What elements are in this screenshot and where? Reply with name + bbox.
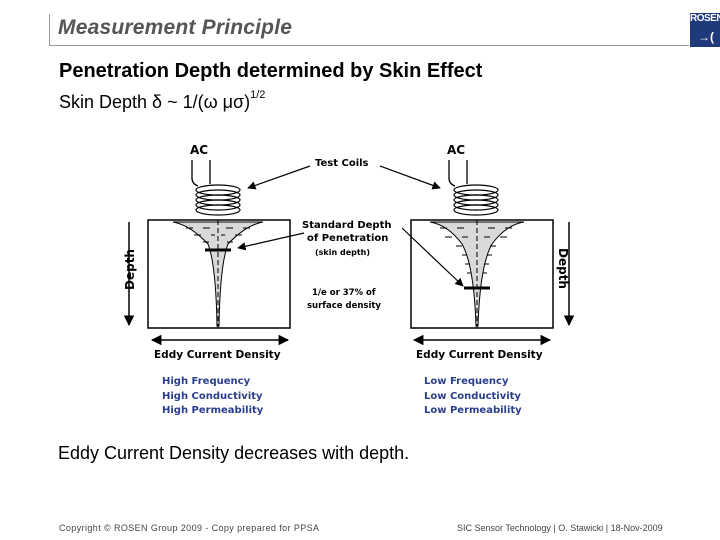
eddy-current-dashes-right xyxy=(440,227,512,274)
footer-copyright: Copyright © ROSEN Group 2009 - Copy prep… xyxy=(59,523,320,533)
standard-depth-label-line1: Standard Depth xyxy=(302,220,391,231)
eddy-label-right: Eddy Current Density xyxy=(416,349,543,361)
slide-note: Eddy Current Density decreases with dept… xyxy=(58,443,410,463)
header-divider-horizontal xyxy=(49,45,689,46)
surface-density-label-line2: surface density xyxy=(307,301,381,311)
eddy-current-profile-right xyxy=(429,221,525,327)
surface-density-label-line1: 1/e or 37% of xyxy=(312,288,376,298)
left-property: High Conductivity xyxy=(162,391,263,402)
eddy-label-left: Eddy Current Density xyxy=(154,349,281,361)
formula-exponent: 1/2 xyxy=(250,89,266,101)
right-properties: Low Frequency Low Conductivity Low Perme… xyxy=(424,376,522,416)
skin-depth-formula: Skin Depth δ ~ 1/(ω μσ)1/2 xyxy=(59,89,266,113)
test-coil-left xyxy=(195,184,241,216)
slide-title: Measurement Principle xyxy=(58,16,293,39)
left-property: High Frequency xyxy=(162,376,251,387)
test-coils-arrow-right xyxy=(379,165,441,190)
header-divider-vertical xyxy=(49,14,50,46)
left-properties: High Frequency High Conductivity High Pe… xyxy=(162,376,264,416)
depth-label-left: Depth xyxy=(123,249,137,290)
eddy-current-profile-left xyxy=(172,221,264,327)
coil-lead-right xyxy=(448,160,468,187)
footer-info: SIC Sensor Technology | O. Stawicki | 18… xyxy=(457,523,663,533)
test-coils-label: Test Coils xyxy=(315,158,369,169)
formula-base: Skin Depth δ ~ 1/(ω μσ) xyxy=(59,92,251,112)
ac-label-right: AC xyxy=(447,143,465,157)
rosen-logo: ROSEN →( xyxy=(690,13,720,47)
right-property: Low Frequency xyxy=(424,376,509,387)
left-property: High Permeability xyxy=(162,405,264,416)
test-coil-right xyxy=(453,184,499,216)
standard-depth-arrow-left xyxy=(237,232,305,251)
standard-depth-label-line2: of Penetration xyxy=(307,233,388,244)
logo-mark: →( xyxy=(698,30,714,44)
logo-text: ROSEN xyxy=(690,13,720,24)
right-property: Low Conductivity xyxy=(424,391,521,402)
standard-depth-arrow-right xyxy=(401,227,464,287)
coil-lead-left xyxy=(191,160,211,187)
ac-label-left: AC xyxy=(190,143,208,157)
right-property: Low Permeability xyxy=(424,405,522,416)
slide-heading: Penetration Depth determined by Skin Eff… xyxy=(59,60,483,82)
skin-effect-diagram: AC AC Test Coils xyxy=(123,143,575,416)
standard-depth-label-line3: (skin depth) xyxy=(315,248,370,257)
eddy-current-dashes-left xyxy=(186,227,250,243)
test-coils-arrow-left xyxy=(247,165,311,190)
depth-label-right: Depth xyxy=(556,248,570,289)
